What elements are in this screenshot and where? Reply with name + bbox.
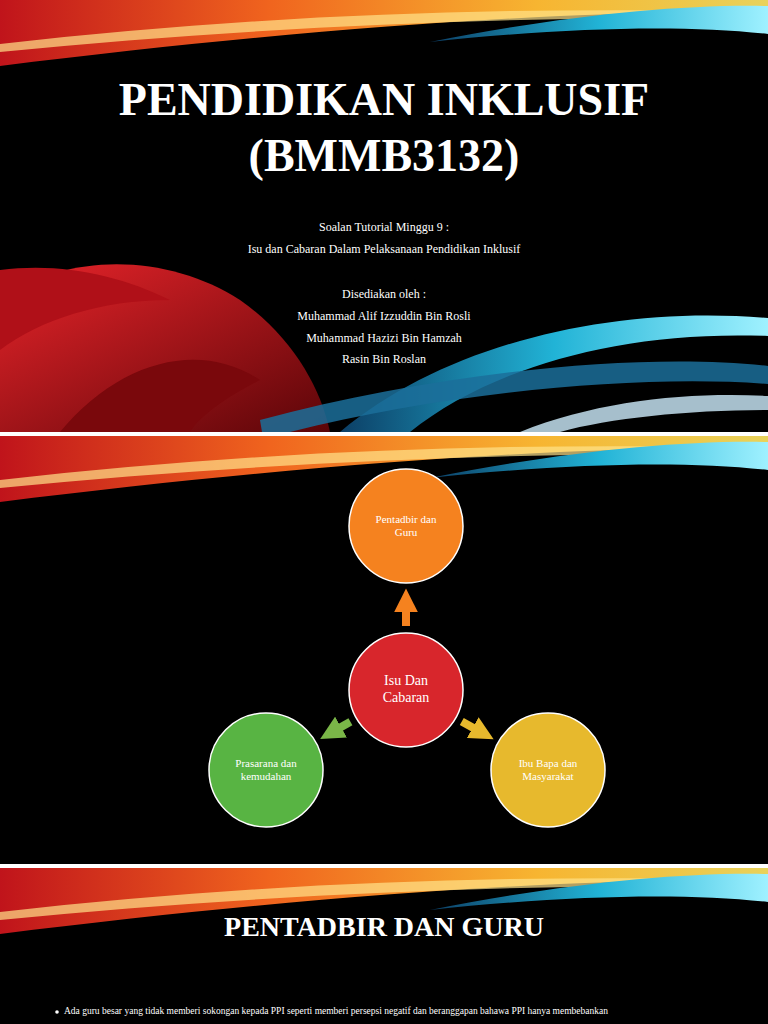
block-arrow [339, 722, 351, 729]
circle-label: Pentadbir dan Guru [364, 513, 448, 539]
block-arrow [402, 610, 410, 626]
topic-circle: Prasarana dan kemudahan [208, 712, 324, 828]
topic-circle: Pentadbir dan Guru [348, 468, 464, 584]
slide-ground [0, 0, 768, 432]
circle-label: Ibu Bapa dan Masyarakat [506, 757, 590, 783]
section-heading: PENTADBIR DAN GURU [84, 910, 684, 944]
bullet-text: Ada guru besar yang tidak memberi sokong… [64, 1006, 754, 1017]
slide-title: PENDIDIKAN INKLUSIF (BMMB3132) [60, 72, 708, 184]
author-name: Muhammad Hazizi Bin Hamzah [84, 331, 684, 345]
bullet-dot [55, 1010, 59, 1014]
topic-circle: Isu Dan Cabaran [348, 632, 464, 748]
slide-swoosh [0, 0, 768, 66]
subtitle-text: Soalan Tutorial Minggu 9 : [84, 220, 684, 234]
topic-circle: Ibu Bapa dan Masyarakat [490, 712, 606, 828]
circle-label: Isu Dan Cabaran [363, 673, 449, 707]
subtitle-text: Isu dan Cabaran Dalam Pelaksanaan Pendid… [84, 242, 684, 256]
author-name: Rasin Bin Roslan [84, 352, 684, 366]
slide-ground [0, 436, 768, 864]
author-name: Muhammad Alif Izzuddin Bin Rosli [84, 309, 684, 323]
block-arrow [462, 721, 475, 728]
circle-label: Prasarana dan kemudahan [224, 757, 308, 783]
slide-swoosh [0, 264, 768, 432]
author-heading: Disediakan oleh : [84, 287, 684, 301]
slide-ground [0, 868, 768, 1024]
